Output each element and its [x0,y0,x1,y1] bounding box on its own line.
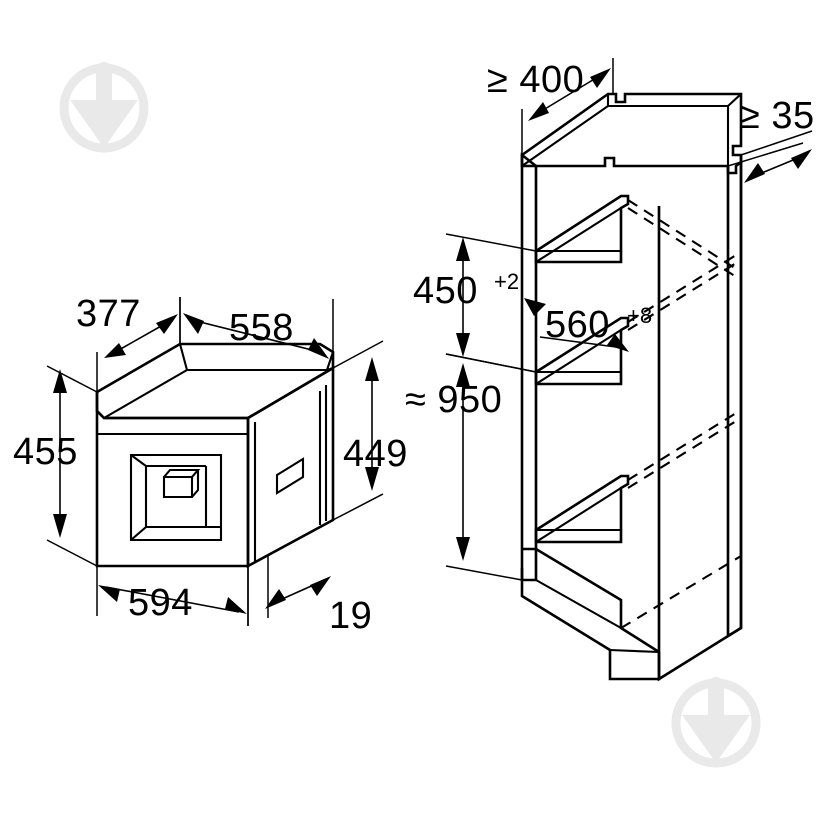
dimension-label-450-tolerance: +2 [494,269,519,294]
dimension-594: 594 [96,566,249,626]
dimension-377: 377 [76,293,181,392]
dimension-label-455: 455 [13,431,78,473]
dimension-label-594: 594 [128,582,193,624]
dimension-label-558: 558 [229,307,294,349]
dimension-560-plus8: 560 +8 [524,298,652,352]
appliance-drawing: 377 558 455 449 [13,293,408,637]
dimension-label-min-400: ≥ 400 [487,59,584,101]
dimension-449: 449 [332,340,408,521]
appliance-dispenser-spout [162,468,201,499]
dimension-label-approx-950: ≈ 950 [405,379,502,421]
dimension-label-19: 19 [329,595,372,637]
appliance-dispenser-recess [129,453,223,542]
cabinet-shelf-lower [534,474,630,544]
dimension-label-449: 449 [343,433,408,475]
dimension-min-35: ≥ 35 [727,95,815,183]
dimension-label-450: 450 [413,270,478,312]
watermark-top-left [59,62,149,153]
dimension-455: 455 [13,365,98,567]
dimension-approx-950: ≈ 950 [405,353,537,581]
dimension-label-560: 560 [545,304,610,346]
cabinet-bottom-board [520,547,661,681]
dimension-label-min-35: ≥ 35 [739,95,815,137]
dimension-label-377: 377 [76,293,141,335]
cabinet-hidden-edges [620,199,742,629]
dimension-19: 19 [247,556,372,637]
cabinet-shelf-middle [534,316,630,386]
dimension-label-560-tolerance: +8 [627,303,652,328]
cabinet-back-face [657,162,743,682]
appliance-side-handle [275,457,305,495]
watermark-bottom-right [671,677,761,768]
dimension-min-400: ≥ 400 [487,58,614,155]
cabinet-shelf-upper [534,194,630,264]
cabinet-drawing: ≥ 400 ≥ 35 450 +2 560 +8 [405,58,815,682]
dimension-558: 558 [179,297,334,359]
